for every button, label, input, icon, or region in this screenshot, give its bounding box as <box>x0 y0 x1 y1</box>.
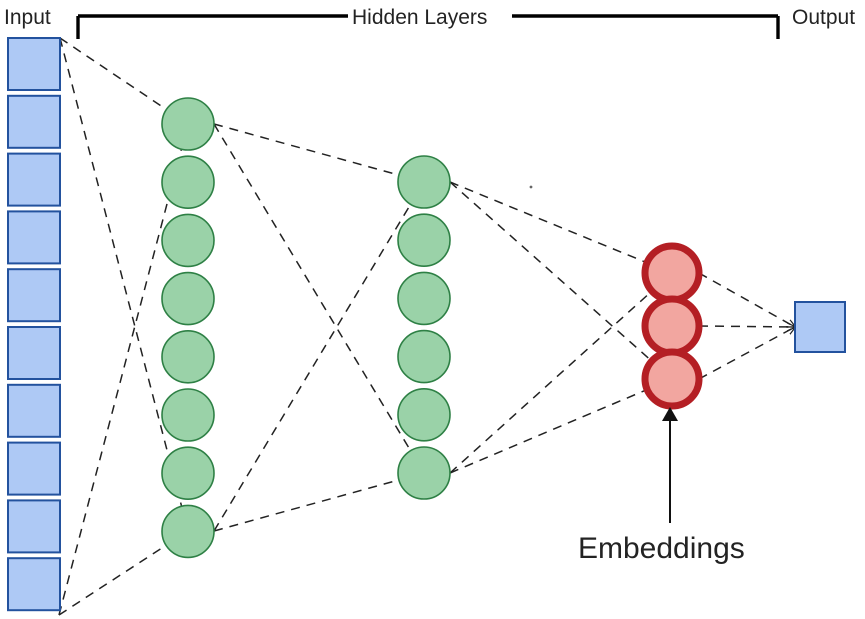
input-layer-node <box>7 268 61 323</box>
hidden-layers-bracket <box>76 14 780 39</box>
connection-line <box>449 181 672 379</box>
hidden-layer-1-node <box>161 388 215 442</box>
output-layer-node <box>794 301 846 353</box>
connection-line <box>449 181 672 273</box>
connection-line <box>213 182 424 532</box>
input-layer-node <box>7 326 61 380</box>
hidden-layers-label: Hidden Layers <box>352 6 487 29</box>
hidden-layer-2-node <box>397 446 451 500</box>
stray-dot-artifact <box>529 185 533 189</box>
hidden-layer-2-node <box>397 271 451 326</box>
input-layer-node <box>7 441 61 496</box>
connection-line <box>698 272 795 327</box>
hidden-layer-2-node <box>397 387 451 442</box>
embedding-layer-node <box>641 348 703 410</box>
connection-line <box>449 273 672 474</box>
input-layer-node <box>7 210 61 265</box>
input-layer-node <box>7 557 61 612</box>
hidden-layer-1-node <box>161 155 215 209</box>
hidden-layer-1-node <box>161 97 215 151</box>
input-label: Input <box>4 6 51 29</box>
connection-line <box>59 37 188 531</box>
embedding-layer-node <box>641 242 703 304</box>
input-layer-node <box>7 94 61 149</box>
connection-line <box>213 473 424 532</box>
hidden-layer-1-node <box>161 446 215 501</box>
connection-line <box>449 379 672 474</box>
hidden-layer-2-node <box>397 213 451 267</box>
output-label: Output <box>792 6 855 29</box>
input-layer-node <box>7 152 61 207</box>
connection-line <box>698 326 795 327</box>
hidden-layer-1-node <box>161 504 215 559</box>
hidden-layer-1-node <box>161 329 215 384</box>
connection-lines <box>58 37 795 616</box>
embeddings-label: Embeddings <box>578 532 745 565</box>
hidden-layer-2-node <box>397 155 451 209</box>
layer-nodes <box>7 37 846 612</box>
input-layer-node <box>7 383 61 438</box>
hidden-layer-1-node <box>161 271 215 326</box>
connection-line <box>58 124 188 616</box>
embedding-layer-node <box>641 295 703 357</box>
connection-line <box>213 123 424 182</box>
input-layer-node <box>7 37 61 91</box>
hidden-layer-1-node <box>161 213 215 268</box>
hidden-layer-2-node <box>397 329 451 384</box>
connection-line <box>213 123 424 473</box>
input-layer-node <box>7 499 61 554</box>
connection-line <box>698 327 795 380</box>
